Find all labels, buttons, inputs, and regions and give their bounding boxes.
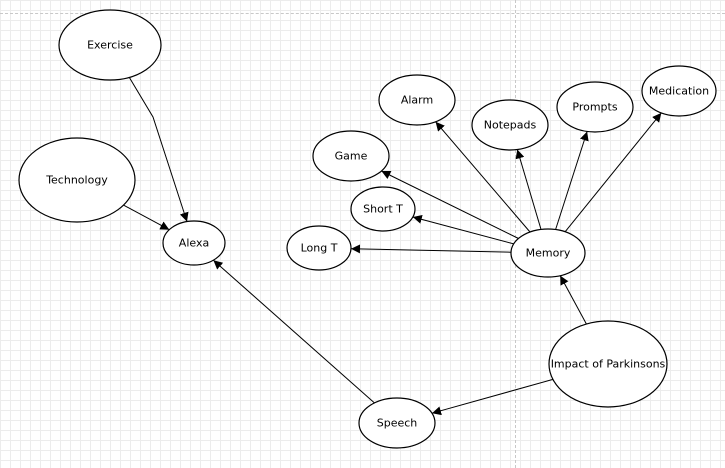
node-label-short-t: Short T	[363, 203, 403, 216]
edge-memory-to-notepads	[515, 149, 542, 230]
node-exercise[interactable]: Exercise	[58, 9, 162, 81]
node-technology[interactable]: Technology	[18, 137, 136, 223]
page-break-horizontal	[0, 13, 725, 14]
node-label-alarm: Alarm	[401, 94, 433, 107]
node-label-technology: Technology	[45, 174, 108, 187]
node-label-notepads: Notepads	[484, 119, 537, 132]
edge-memory-to-prompts	[555, 131, 589, 230]
node-shape-long-t[interactable]	[286, 225, 352, 271]
node-game[interactable]: Game	[312, 130, 390, 182]
edge-memory-to-medication	[564, 112, 662, 233]
node-alexa[interactable]: Alexa	[162, 220, 226, 266]
node-shape-medication[interactable]	[641, 65, 717, 117]
node-memory[interactable]: Memory	[510, 228, 586, 278]
edge-exercise-to-alexa	[128, 77, 189, 222]
node-shape-technology[interactable]	[18, 137, 136, 223]
node-label-prompts: Prompts	[572, 101, 617, 114]
node-shape-alexa[interactable]	[162, 220, 226, 266]
node-long-t[interactable]: Long T	[286, 225, 352, 271]
node-label-memory: Memory	[526, 247, 571, 260]
edge-technology-to-alexa	[123, 204, 170, 231]
node-label-medication: Medication	[649, 85, 709, 98]
node-alarm[interactable]: Alarm	[378, 74, 456, 126]
edge-impact-to-speech	[431, 378, 554, 416]
node-prompts[interactable]: Prompts	[556, 81, 634, 133]
edge-memory-to-alarm	[435, 121, 531, 233]
node-label-impact: Impact of Parkinsons	[551, 358, 666, 371]
node-shape-notepads[interactable]	[471, 99, 549, 151]
node-shape-speech[interactable]	[358, 397, 436, 449]
node-shape-memory[interactable]	[510, 228, 586, 278]
node-label-speech: Speech	[377, 417, 418, 430]
node-shape-exercise[interactable]	[58, 9, 162, 81]
node-label-alexa: Alexa	[179, 237, 209, 250]
edge-memory-to-short-t	[412, 214, 514, 245]
edge-impact-to-memory	[559, 275, 587, 325]
node-impact[interactable]: Impact of Parkinsons	[548, 320, 668, 408]
node-shape-short-t[interactable]	[350, 186, 416, 232]
node-label-exercise: Exercise	[87, 39, 133, 52]
node-shape-game[interactable]	[312, 130, 390, 182]
node-notepads[interactable]: Notepads	[471, 99, 549, 151]
page-break-vertical	[515, 0, 516, 468]
edge-speech-to-alexa	[213, 259, 375, 404]
node-speech[interactable]: Speech	[358, 397, 436, 449]
edge-layer	[123, 77, 662, 416]
node-shape-alarm[interactable]	[378, 74, 456, 126]
edge-memory-to-long-t	[350, 244, 512, 254]
edge-memory-to-game	[381, 170, 519, 239]
node-label-long-t: Long T	[301, 242, 338, 255]
node-medication[interactable]: Medication	[641, 65, 717, 117]
node-shape-prompts[interactable]	[556, 81, 634, 133]
node-short-t[interactable]: Short T	[350, 186, 416, 232]
node-label-game: Game	[335, 150, 368, 163]
node-shape-impact[interactable]	[548, 320, 668, 408]
